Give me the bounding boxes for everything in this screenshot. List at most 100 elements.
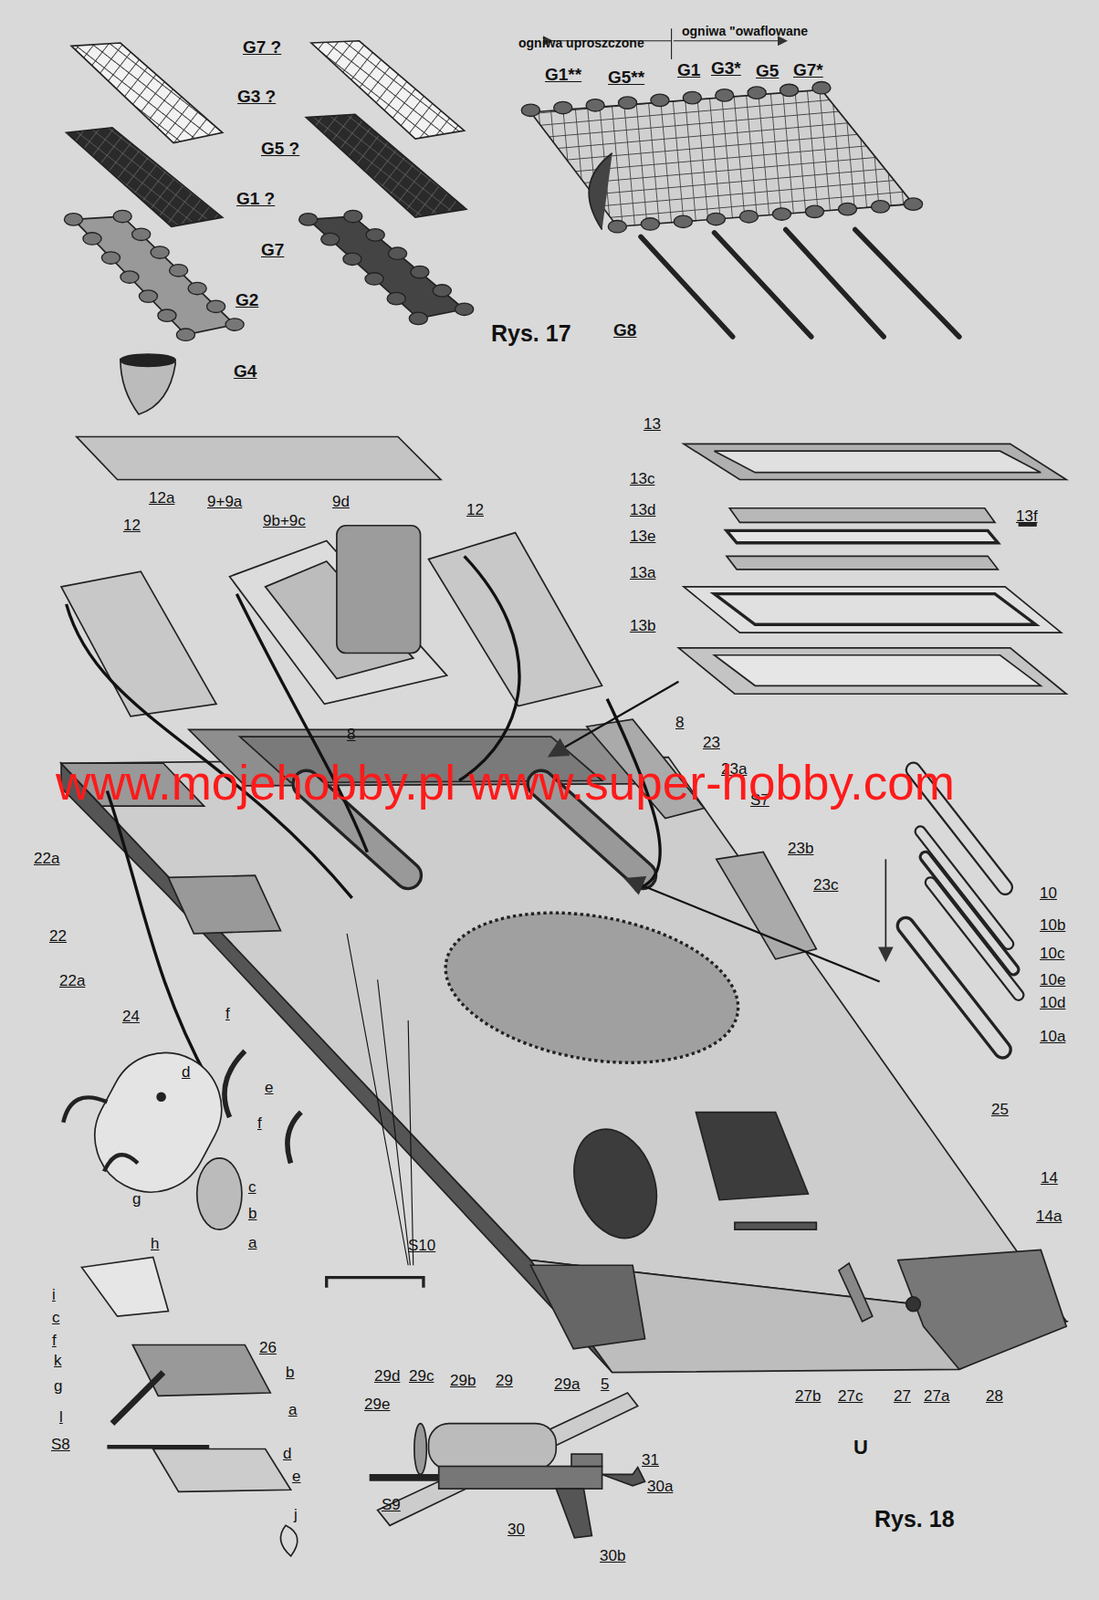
drawing-shape xyxy=(62,1033,645,1557)
drawing-shape xyxy=(903,198,922,210)
drawing-shape xyxy=(706,212,725,225)
drawing-shape xyxy=(387,247,407,260)
drawing-shape xyxy=(433,891,750,1084)
drawing-shape xyxy=(734,1222,817,1230)
callout-number: 10b xyxy=(1039,917,1066,935)
part-code: G7 xyxy=(261,240,284,261)
drawing-shape xyxy=(554,101,573,114)
drawing-shape xyxy=(150,246,169,259)
part-code: G5** xyxy=(607,68,645,88)
drawing-shape xyxy=(197,1158,242,1230)
drawing-shape xyxy=(157,1092,166,1101)
link-type-note: ogniwa uproszczone xyxy=(518,36,645,51)
callout-number: 22 xyxy=(49,928,67,946)
callout-number: 28 xyxy=(985,1388,1004,1406)
drawing-shape xyxy=(714,655,1042,687)
drawing-shape xyxy=(66,604,353,899)
callout-number: 29c xyxy=(408,1368,434,1386)
drawing-shape xyxy=(414,1423,427,1476)
callout-number: h xyxy=(150,1235,159,1254)
drawing-shape xyxy=(63,81,922,341)
callout-number: 9+9a xyxy=(207,493,242,512)
drawing-shape xyxy=(439,1466,603,1490)
drawing-shape xyxy=(76,437,441,481)
drawing-shape xyxy=(408,312,428,325)
callout-number: k xyxy=(53,1352,63,1371)
part-code: G2 xyxy=(235,291,259,311)
callout-number: 29d xyxy=(374,1368,400,1386)
drawing-shape xyxy=(716,852,817,960)
callout-number: 25 xyxy=(991,1101,1009,1120)
callout-number: c xyxy=(52,1309,61,1328)
part-code: G5 xyxy=(755,62,779,82)
callout-number: 13a xyxy=(629,565,656,583)
drawing-shape xyxy=(66,127,223,227)
part-code: G5 ? xyxy=(261,139,300,159)
drawing-shape xyxy=(683,443,1067,480)
figure-title: Rys. 17 xyxy=(491,321,572,347)
drawing-shape xyxy=(459,555,520,781)
drawing-shape xyxy=(747,86,766,99)
drawing-shape xyxy=(683,586,1062,633)
callout-number: 10e xyxy=(1039,972,1066,990)
part-code: G1 ? xyxy=(236,189,275,210)
callout-number: 13f xyxy=(1015,508,1038,526)
part-code: G1** xyxy=(544,65,582,85)
drawing-shape xyxy=(870,200,890,213)
drawing-shape xyxy=(61,757,1067,1322)
drawing-shape xyxy=(224,1051,245,1119)
callout-number: 12 xyxy=(466,502,484,520)
drawing-shape xyxy=(73,216,235,335)
callout-number: 10c xyxy=(1039,945,1065,963)
drawing-shape xyxy=(188,282,207,294)
drawing-shape xyxy=(837,202,857,215)
callout-number: e xyxy=(264,1079,273,1098)
drawing-shape xyxy=(918,849,1021,977)
callout-number: d xyxy=(282,1445,292,1464)
drawing-shape xyxy=(101,251,120,264)
drawing-shape xyxy=(132,1344,271,1396)
drawing-shape xyxy=(812,81,831,94)
drawing-shape xyxy=(670,28,672,60)
drawing-shape xyxy=(530,1265,645,1350)
drawing-shape xyxy=(682,91,702,104)
drawing-shape xyxy=(429,1423,557,1470)
drawing-shape xyxy=(429,533,603,707)
callout-number: c xyxy=(248,1179,257,1197)
drawing-shape xyxy=(410,265,430,278)
part-code: G4 xyxy=(233,362,257,382)
drawing-shape xyxy=(607,220,627,233)
drawing-shape xyxy=(167,875,281,934)
callout-number: 13e xyxy=(629,528,656,546)
drawing-shape xyxy=(287,1112,302,1164)
drawing-shape xyxy=(336,525,421,654)
drawing-shape xyxy=(377,1392,639,1526)
drawing-shape xyxy=(571,1454,603,1466)
callout-number: 29 xyxy=(495,1372,513,1391)
callout-number: 23c xyxy=(813,877,838,895)
drawing-shape xyxy=(779,83,798,96)
drawing-shape xyxy=(81,1256,168,1317)
drawing-shape xyxy=(885,858,888,960)
drawing-shape xyxy=(61,437,1067,717)
drawing-shape xyxy=(521,104,540,116)
drawing-shape xyxy=(673,40,786,42)
drawing-shape xyxy=(551,681,680,755)
callout-number: f xyxy=(257,1115,262,1133)
drawing-shape xyxy=(63,213,83,226)
part-code: G7* xyxy=(793,61,824,81)
drawing-shape xyxy=(346,933,414,1266)
callout-number: 26 xyxy=(259,1339,277,1358)
drawing-shape xyxy=(714,450,1042,472)
callout-number: i xyxy=(52,1287,56,1305)
drawing-shape xyxy=(555,1488,592,1539)
callout-number: 8 xyxy=(675,714,684,733)
drawing-shape xyxy=(588,153,613,231)
part-code: G8 xyxy=(613,321,637,341)
callout-number: a xyxy=(248,1235,257,1253)
drawing-shape xyxy=(617,96,637,109)
drawing-shape xyxy=(138,290,157,303)
view-marker: U xyxy=(853,1436,869,1459)
callout-number: 29a xyxy=(554,1376,580,1394)
drawing-shape xyxy=(236,594,367,853)
